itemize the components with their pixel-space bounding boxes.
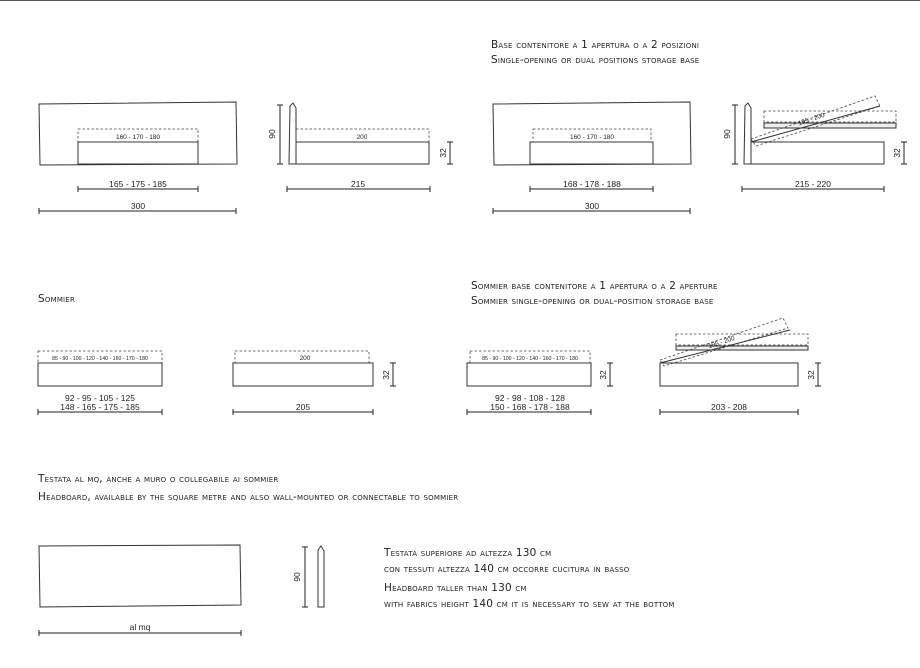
sommier-storage-length-label: 203 - 208: [711, 402, 747, 412]
headboard-front-view: al mq: [38, 544, 242, 636]
headboard-height-label: 90: [292, 572, 302, 582]
bed1-height-label: 90: [267, 129, 277, 139]
bed1-side-view: 200 90 32 215: [267, 102, 453, 192]
headboard-note-3: Headboard taller than 130 cm: [384, 582, 527, 594]
bed1-length-label: 215: [351, 179, 365, 189]
headboard-side-view: 90: [292, 545, 325, 608]
bed1-base-height-label: 32: [438, 148, 448, 158]
bed2-front-view: 160 - 170 - 180 168 - 178 - 188 300: [492, 101, 692, 214]
bed1-mattress-label: 160 - 170 - 180: [116, 134, 160, 141]
bed2-mattress-label: 160 - 170 - 180: [570, 134, 614, 141]
top-border-line: [0, 0, 920, 1]
caption-headboard-it: Testata al mq, anche a muro o collegabil…: [38, 473, 279, 485]
caption-sommier: Sommier: [38, 293, 76, 305]
sommier-storage-widths-top-label: 92 - 98 - 108 - 128: [495, 393, 565, 403]
sommier-mattress-label: 85 - 90 - 100 - 120 - 140 - 160 - 170 - …: [52, 356, 148, 362]
caption-sommier-storage-it: Sommier base contenitore a 1 apertura o …: [471, 280, 718, 292]
headboard-note-1: Testata superiore ad altezza 130 cm: [384, 547, 552, 559]
caption-storage-it: Base contenitore a 1 apertura o a 2 posi…: [491, 39, 700, 51]
sommier-side-view: 200 32 205: [232, 350, 396, 415]
bed1-base-width-label: 165 - 175 - 185: [109, 179, 167, 189]
bed1-front-view: 160 - 170 - 180 165 - 175 - 185 300: [38, 101, 238, 214]
sommier-storage-side-view: 195 - 200 32 203 - 208: [659, 317, 821, 415]
sommier-storage-front-view: 85 - 90 - 100 - 120 - 140 - 160 - 170 - …: [466, 350, 613, 415]
bed2-base-width-label: 168 - 178 - 188: [563, 179, 621, 189]
sommier-storage-side-height-label: 32: [806, 370, 816, 380]
sommier-length-mattress-label: 200: [300, 355, 311, 362]
caption-sommier-storage-en: Sommier single-opening or dual-position …: [471, 295, 714, 307]
bed1-length-mattress-label: 200: [357, 134, 368, 141]
bed1-total-width-label: 300: [131, 201, 145, 211]
caption-storage-en: Single-opening or dual positions storage…: [491, 54, 700, 66]
sommier-front-view: 85 - 90 - 100 - 120 - 140 - 160 - 170 - …: [37, 350, 163, 415]
sommier-widths-bottom-label: 148 - 165 - 175 - 185: [60, 402, 140, 412]
headboard-note-4: with fabrics height 140 cm it is necessa…: [384, 598, 675, 610]
sommier-height-label: 32: [381, 370, 391, 380]
bed2-base-height-label: 32: [892, 148, 902, 158]
headboard-width-label: al mq: [130, 622, 151, 632]
sommier-length-label: 205: [296, 402, 310, 412]
headboard-note-2: con tessuti altezza 140 cm occorre cucit…: [384, 563, 630, 575]
sommier-storage-mattress-label: 85 - 90 - 100 - 120 - 140 - 160 - 170 - …: [482, 356, 578, 362]
sommier-widths-top-label: 92 - 95 - 105 - 125: [65, 393, 135, 403]
caption-headboard-en: Headboard, available by the square metre…: [38, 491, 459, 503]
bed2-total-width-label: 300: [585, 201, 599, 211]
bed2-height-label: 90: [722, 129, 732, 139]
sommier-storage-front-height-label: 32: [598, 370, 608, 380]
bed2-side-view: 195 - 200 90 32 215 - 220: [722, 95, 907, 192]
bed2-length-label: 215 - 220: [795, 179, 831, 189]
sommier-storage-widths-bottom-label: 150 - 168 - 178 - 188: [490, 402, 570, 412]
